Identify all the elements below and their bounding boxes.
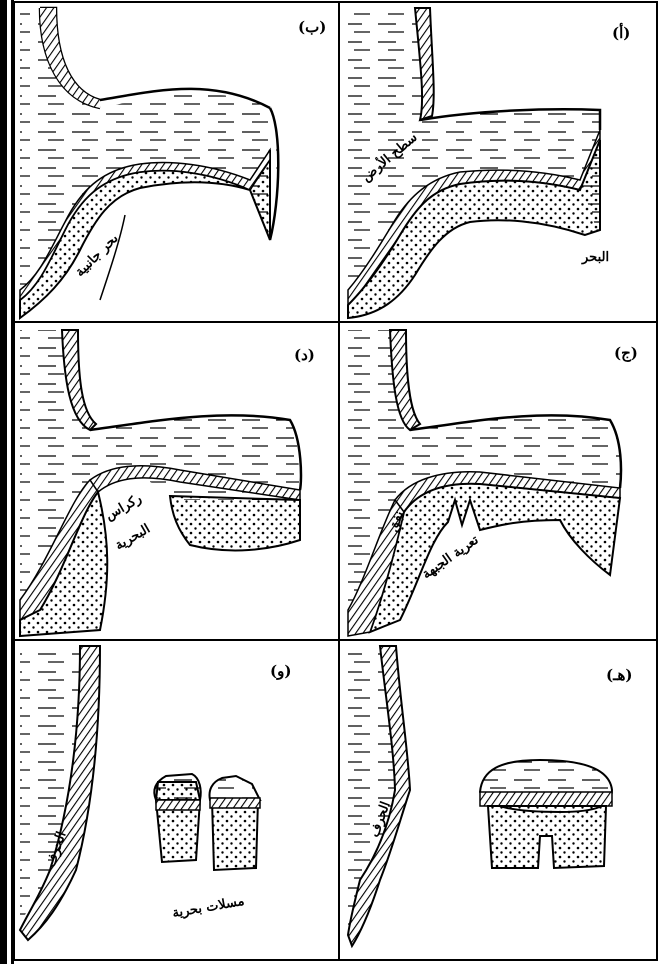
panel-h-drawing: [348, 646, 612, 946]
panel-c-drawing: [348, 330, 621, 636]
panel-label-b: (ب): [298, 18, 326, 36]
panel-label-a: (أ): [612, 24, 630, 42]
panel-label-c: (ج): [614, 344, 638, 362]
panel-w-drawing: [20, 646, 260, 940]
panel-b-drawing: [20, 8, 278, 318]
panel-d-drawing: [20, 330, 301, 636]
note-sea: البحر: [582, 250, 609, 265]
panel-label-d: (د): [294, 346, 315, 364]
panel-label-w: (و): [270, 662, 291, 680]
panel-label-h: (هـ): [606, 666, 633, 684]
